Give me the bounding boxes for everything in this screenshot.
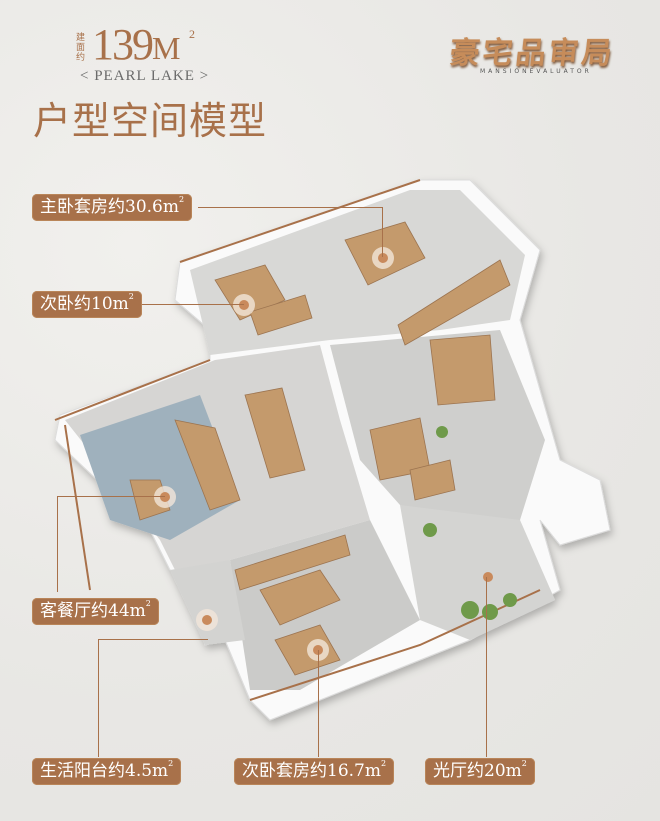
room-label-second-suite: 次卧套房约16.7m2 [234, 758, 395, 785]
area-prefix: 建面约 [76, 33, 86, 63]
area-superscript: 2 [189, 27, 195, 41]
room-label-utility-balcony: 生活阳台约4.5m2 [32, 758, 182, 785]
project-name: < PEARL LAKE > [80, 68, 210, 84]
brand-logo-subtitle: MANSIONEVALUATOR [480, 68, 592, 75]
area-value: 139M [92, 20, 181, 69]
room-label-second-bedroom: 次卧约10m2 [32, 291, 142, 318]
connector-line [98, 639, 99, 757]
connector-line [57, 496, 58, 592]
connector-line [57, 496, 165, 497]
connector-line [486, 577, 487, 757]
connector-line [382, 207, 383, 257]
connector-line [140, 304, 244, 305]
room-label-light-hall: 光厅约20m2 [425, 758, 535, 785]
connector-line [98, 639, 208, 640]
page-title: 户型空间模型 [33, 99, 268, 143]
connector-line [318, 650, 319, 757]
connector-line [198, 207, 383, 208]
room-label-master-suite: 主卧套房约30.6m2 [32, 194, 193, 221]
room-label-living-dining: 客餐厅约44m2 [32, 598, 159, 625]
